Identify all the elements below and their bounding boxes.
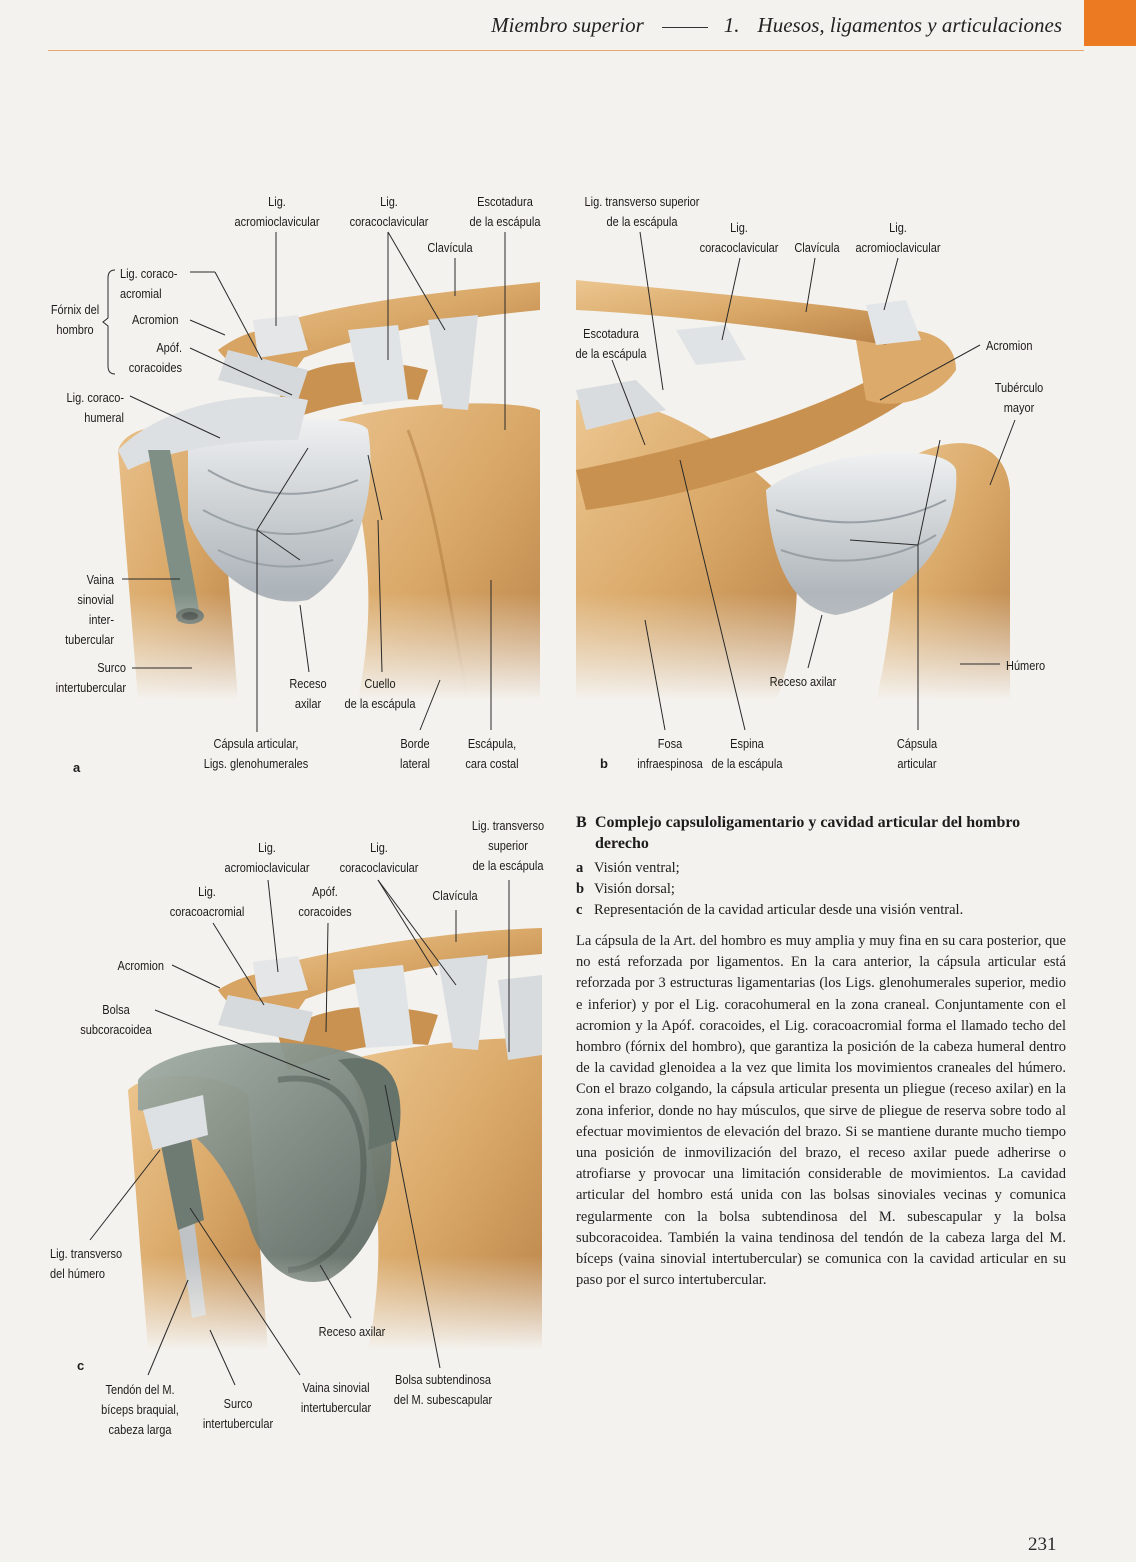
chapter-number: 1.	[723, 13, 740, 37]
label-b-lig-transverso-superior: Lig. transverso superior de la escápula	[584, 195, 700, 229]
label-a-lig-acromioclavicular: Lig. acromioclavicular	[234, 195, 320, 229]
header-dash	[661, 26, 708, 28]
label-b-acromion: Acromion	[986, 339, 1033, 353]
page-number: 231	[1028, 1534, 1057, 1555]
label-c-lig-acromioclavicular: Lig. acromioclavicular	[224, 841, 310, 875]
caption-title-text: Complejo capsuloligamentario y cavidad a…	[595, 814, 1021, 852]
label-a-receso-axilar: Receso axilar	[289, 677, 327, 711]
label-a-lig-coracoclavicular: Lig. coracoclavicular	[349, 195, 429, 229]
label-b-escotadura: Escotadura de la escápula	[575, 327, 647, 361]
label-c-acromion: Acromion	[117, 959, 164, 973]
label-c-bolsa-subcoracoidea: Bolsa subcoracoidea	[80, 1003, 152, 1037]
figure-a-letter: a	[73, 760, 81, 775]
figure-a-illustration	[108, 270, 540, 700]
figure-b-letter: b	[600, 756, 608, 771]
figure-c-letter: c	[77, 1358, 85, 1373]
label-a-capsula: Cápsula articular, Ligs. glenohumerales	[203, 737, 309, 771]
label-c-tendon-biceps: Tendón del M. bíceps braquial, cabeza la…	[101, 1383, 179, 1437]
label-b-receso-axilar: Receso axilar	[769, 675, 837, 689]
label-b-espina: Espina de la escápula	[711, 737, 783, 771]
label-a-apof-coracoides: Apóf. coracoides	[128, 341, 182, 375]
running-head: Miembro superior 1. Huesos, ligamentos y a…	[0, 13, 1062, 38]
label-a-acromion: Acromion	[132, 313, 179, 327]
chapter-thumb-tab	[1084, 0, 1136, 46]
chapter-title: Huesos, ligamentos y articulaciones	[757, 13, 1062, 37]
label-b-capsula: Cápsula articular	[896, 737, 938, 771]
label-c-lig-transverso-humero: Lig. transverso del húmero	[50, 1247, 123, 1281]
label-c-vaina-sinovial: Vaina sinovial intertubercular	[300, 1381, 372, 1415]
label-a-lig-coracoacromial: Lig. coraco- acromial	[120, 267, 178, 301]
caption-body: La cápsula de la Art. del hombro es muy …	[576, 933, 1066, 1289]
figure-caption: B Complejo capsuloligamentario y cavidad …	[576, 812, 1066, 1291]
label-b-fosa-infraespinosa: Fosa infraespinosa	[637, 737, 703, 771]
label-b-clavicula: Clavícula	[794, 241, 840, 255]
label-b-humero: Húmero	[1006, 659, 1046, 673]
label-a-surco: Surco intertubercular	[55, 661, 126, 695]
label-c-surco: Surco intertubercular	[202, 1397, 274, 1431]
label-a-vaina-sinovial: Vaina sinovial inter- tubercular	[65, 573, 114, 647]
caption-title: B Complejo capsuloligamentario y cavidad …	[576, 812, 1066, 854]
label-a-escotadura: Escotadura de la escápula	[469, 195, 541, 229]
label-a-borde-lateral: Borde lateral	[400, 737, 430, 771]
label-a-cuello: Cuello de la escápula	[344, 677, 416, 711]
label-c-lig-transverso-superior: Lig. transverso superior de la escápula	[471, 819, 545, 873]
caption-figure-letter: B	[576, 814, 587, 831]
label-a-clavicula: Clavícula	[427, 241, 473, 255]
label-c-lig-coracoacromial: Lig. coracoacromial	[169, 885, 245, 919]
figure-c-illustration	[108, 920, 542, 1350]
label-a-lig-coracohumeral: Lig. coraco- humeral	[66, 391, 124, 425]
label-a-fornix: Fórnix del hombro	[50, 303, 100, 337]
label-c-clavicula: Clavícula	[432, 889, 478, 903]
label-b-tuberculo-mayor: Tubérculo mayor	[994, 381, 1044, 415]
section-title: Miembro superior	[491, 13, 644, 37]
label-c-bolsa-subtendinosa: Bolsa subtendinosa del M. subescapular	[393, 1373, 493, 1407]
label-a-escapula-costal: Escápula, cara costal	[465, 737, 519, 771]
label-b-lig-coracoclavicular: Lig. coracoclavicular	[699, 221, 779, 255]
label-b-lig-acromioclavicular: Lig. acromioclavicular	[855, 221, 941, 255]
label-c-lig-coracoclavicular: Lig. coracoclavicular	[339, 841, 419, 875]
header-rule	[48, 50, 1084, 51]
label-c-apof-coracoides: Apóf. coracoides	[298, 885, 352, 919]
label-c-receso-axilar: Receso axilar	[318, 1325, 386, 1339]
